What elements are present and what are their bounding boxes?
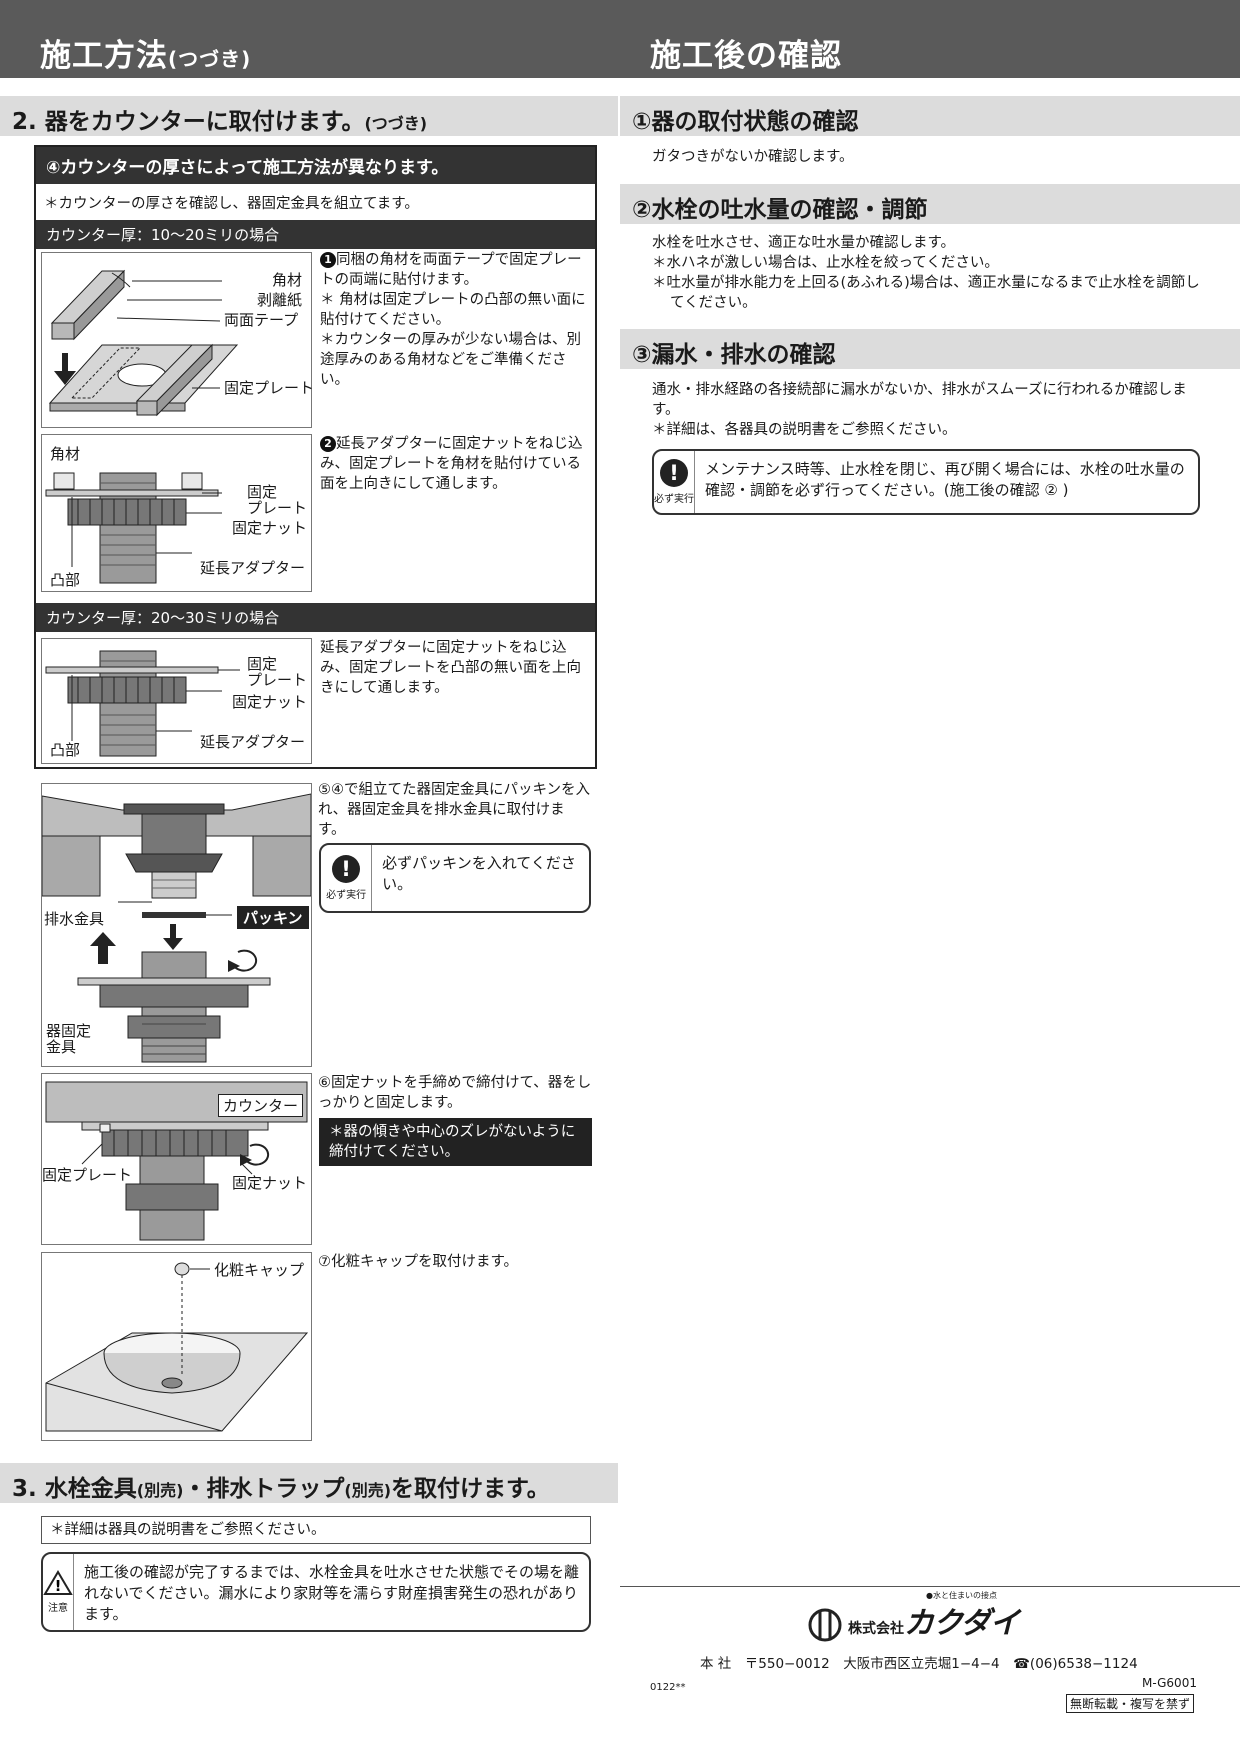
exclamation-icon-2: ! xyxy=(660,459,688,487)
check2-heading: ②水栓の吐水量の確認・調節 xyxy=(620,184,1240,224)
label-kanagu: 金具 xyxy=(46,1038,77,1056)
model-number: M-G6001 xyxy=(1142,1676,1197,1690)
label-kotei-c2: 固定 xyxy=(247,655,278,673)
fig-step5: 排水金具 パッキン 器固定 金具 xyxy=(41,783,312,1067)
label-kakuzai: 角材 xyxy=(272,271,303,289)
company-name: カクダイ xyxy=(904,1606,1020,1641)
label-encho-adapter-c2: 延長アダプター xyxy=(200,733,306,751)
step4-title: ④カウンターの厚さによって施工方法が異なります。 xyxy=(36,147,595,184)
section3-caution: ! 注意 施工後の確認が完了するまでは、水栓金具を吐水させた状態でその場を離れな… xyxy=(41,1552,591,1632)
number-1-icon: 1 xyxy=(320,252,336,268)
kakudai-logo-icon xyxy=(808,1608,842,1642)
check3-heading: ③漏水・排水の確認 xyxy=(620,329,1240,369)
check1-text: ガタつきがないか確認します。 xyxy=(652,149,854,165)
step7-text: ⑦化粧キャップを取付けます。 xyxy=(318,1254,519,1270)
caution-triangle-icon: ! xyxy=(43,1570,73,1595)
doc-code: 0122** xyxy=(650,1682,686,1693)
label-kotei-nut-c2: 固定ナット xyxy=(232,693,308,711)
fig-adapter-case2: 固定 プレート 固定ナット 延長アダプター 凸部 xyxy=(41,638,312,764)
step6-note: ＊器の傾きや中心のズレがないように締付けてください。 xyxy=(319,1118,592,1166)
check3-text: 通水・排水経路の各接続部に漏水がないか、排水がスムーズに行われるか確認します。 … xyxy=(652,382,1187,438)
label-haisui-kanagu: 排水金具 xyxy=(44,910,105,928)
check3-warning-text: メンテナンス時等、止水栓を閉じ、再び開く場合には、水栓の吐水量の確認・調節を必ず… xyxy=(705,460,1185,499)
step5-illustration xyxy=(41,793,312,1063)
label-encho-adapter: 延長アダプター xyxy=(200,559,306,577)
check3-warning: ! 必ず実行 メンテナンス時等、止水栓を閉じ、再び開く場合には、水栓の吐水量の確… xyxy=(652,449,1200,515)
left-title: 施工方法(つづき) xyxy=(40,38,252,74)
section-3-heading: 3. 水栓金具(別売)・排水トラップ(別売)を取付けます。 xyxy=(0,1463,618,1503)
label-totsubu: 凸部 xyxy=(50,571,81,589)
number-2-icon: 2 xyxy=(320,436,336,452)
fig-step6: カウンター 固定プレート 固定ナット xyxy=(41,1073,312,1245)
label-counter: カウンター xyxy=(218,1094,304,1117)
company-prefix: 株式会社 xyxy=(848,1621,904,1637)
adapter-case2-illustration xyxy=(45,650,240,757)
label-kotei-nut-s6: 固定ナット xyxy=(232,1174,308,1192)
company-logo: ●水と住まいの接点 株式会社カクダイ xyxy=(808,1591,1020,1642)
label-packing: パッキン xyxy=(237,906,309,929)
tagline: ●水と住まいの接点 xyxy=(926,1591,997,1600)
label-utsuwa-kotei: 器固定 xyxy=(46,1022,92,1040)
copyright-notice: 無断転載・複写を禁ず xyxy=(1066,1694,1195,1713)
svg-text:!: ! xyxy=(55,1577,62,1595)
fig-adapter-case1: 角材 固定 プレート 固定ナット 延長アダプター 凸部 xyxy=(41,434,312,592)
label-ryomen-tape: 両面テープ xyxy=(224,311,299,329)
fig-plate-assembly: 角材 剥離紙 両面テープ 固定プレート xyxy=(41,252,315,428)
label-kotei-plate: 固定プレート xyxy=(224,379,315,397)
step7-illustration xyxy=(45,1262,309,1432)
adapter-case1-illustration xyxy=(45,472,222,584)
step5-warning-text: 必ずパッキンを入れてください。 xyxy=(382,854,576,893)
step4-box: ④カウンターの厚さによって施工方法が異なります。 ＊カウンターの厚さを確認し、器… xyxy=(34,145,597,769)
step6-text: ⑥固定ナットを手締めで締付けて、器をしっかりと固定します。 xyxy=(318,1075,592,1111)
check1-heading: ①器の取付状態の確認 xyxy=(620,96,1240,136)
label-plate: プレート xyxy=(247,499,308,517)
label-kakuzai-2: 角材 xyxy=(50,445,81,463)
company-address: 本 社 〒550−0012 大阪市西区立売堀1−4−4 ☎(06)6538−11… xyxy=(700,1656,1138,1672)
label-kesho-cap: 化粧キャップ xyxy=(214,1261,305,1279)
case2-bar: カウンター厚：20〜30ミリの場合 xyxy=(36,603,595,632)
footer-divider xyxy=(620,1586,1240,1587)
case2-text: 延長アダプターに固定ナットをねじ込み、固定プレートを凸部の無い面を上向きにして通… xyxy=(320,640,581,696)
exclamation-icon: ! xyxy=(332,855,361,883)
check2-text: 水栓を吐水させ、適正な吐水量か確認します。 ＊水ハネが激しい場合は、止水栓を絞っ… xyxy=(652,235,1200,311)
label-hakurishi: 剥離紙 xyxy=(257,291,303,309)
warning-icon-block: ! 必ず実行 xyxy=(321,845,373,911)
label-totsubu-c2: 凸部 xyxy=(50,741,81,759)
step4-note: ＊カウンターの厚さを確認し、器固定金具を組立てます。 xyxy=(44,196,419,212)
section-2-heading: 2. 器をカウンターに取付けます。(つづき) xyxy=(0,96,618,136)
header-bar: 施工方法(つづき) 施工後の確認 xyxy=(0,0,1240,78)
caution-icon-block: ! 注意 xyxy=(43,1554,74,1630)
caution-text: 施工後の確認が完了するまでは、水栓金具を吐水させた状態でその場を離れないでくださ… xyxy=(84,1563,580,1623)
plate-assembly-illustration xyxy=(48,269,239,417)
section3-note: ＊詳細は器具の説明書をご参照ください。 xyxy=(41,1516,591,1544)
right-title: 施工後の確認 xyxy=(650,38,842,74)
label-kotei-plate-s6: 固定プレート xyxy=(42,1166,133,1184)
fig-step7: 化粧キャップ xyxy=(41,1252,312,1441)
label-kotei: 固定 xyxy=(247,483,278,501)
warning-icon-block-2: ! 必ず実行 xyxy=(654,451,695,513)
case1-bar: カウンター厚：10〜20ミリの場合 xyxy=(36,220,595,249)
label-plate-c2: プレート xyxy=(247,671,308,689)
step5-warning: ! 必ず実行 必ずパッキンを入れてください。 xyxy=(319,843,591,913)
step5-text: ⑤④で組立てた器固定金具にパッキンを入れ、器固定金具を排水金具に取付けます。 xyxy=(318,782,591,838)
label-kotei-nut: 固定ナット xyxy=(232,519,308,537)
